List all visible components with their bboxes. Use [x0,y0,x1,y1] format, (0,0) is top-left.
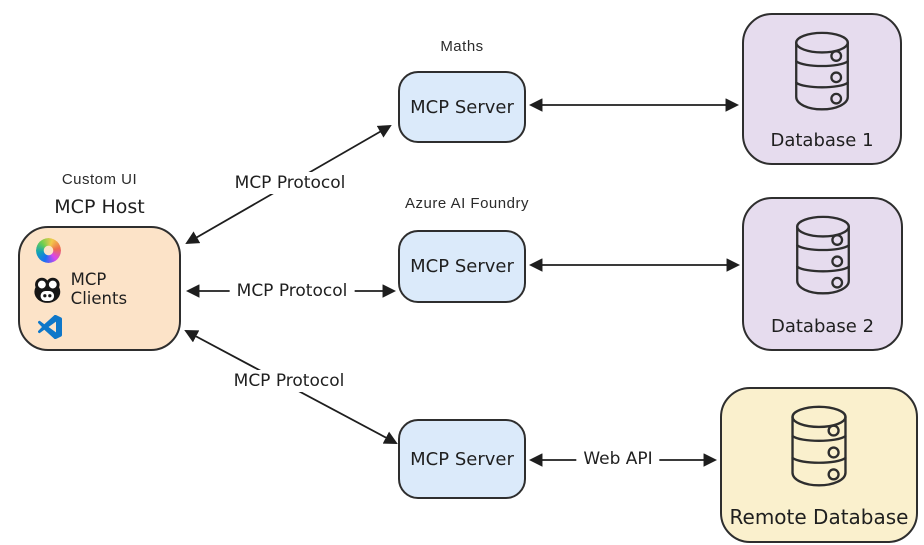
maths-server-caption: Maths [440,38,484,55]
copilot-icon [36,238,61,263]
database-title: Remote Database [729,505,909,529]
maths-mcp-server-box: MCP Server [398,71,526,143]
host-caption: Custom UI [61,171,138,188]
bot-icon [34,277,61,303]
database-1-box: Database 1 [742,13,902,165]
mcp-host-box: MCP Clients [18,226,181,351]
vscode-icon [38,315,62,339]
mcp-clients-label: MCP Clients [70,270,128,308]
database-cylinder-icon [791,405,847,487]
server-title: MCP Server [410,256,514,277]
remote-database-box: Remote Database [720,387,918,543]
database-2-box: Database 2 [742,197,903,351]
web-api-label: Web API [576,448,660,470]
bottom-mcp-server-box: MCP Server [398,419,526,499]
server-title: MCP Server [410,96,514,118]
mcp-protocol-label: MCP Protocol [226,370,352,392]
database-title: Database 2 [770,316,875,337]
server-title: MCP Server [410,448,514,470]
host-title: MCP Host [54,196,145,218]
database-title: Database 1 [770,130,874,151]
azure-mcp-server-box: MCP Server [398,230,526,303]
azure-server-caption: Azure AI Foundry [405,195,529,212]
mcp-protocol-label: MCP Protocol [227,172,353,194]
mcp-protocol-label: MCP Protocol [229,280,355,302]
database-cylinder-icon [795,31,849,111]
database-cylinder-icon [795,215,850,295]
